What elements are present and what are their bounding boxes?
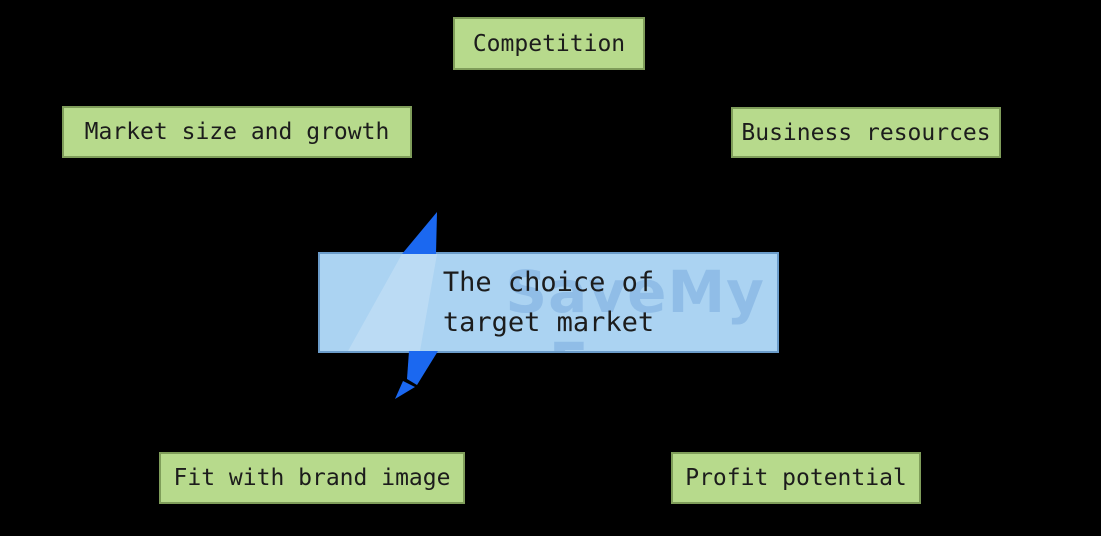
factor-box-brand-fit: Fit with brand image bbox=[159, 452, 465, 504]
factor-box-market-size: Market size and growth bbox=[62, 106, 412, 158]
factor-label-market-size: Market size and growth bbox=[84, 119, 390, 145]
factor-label-business-resources: Business resources bbox=[741, 119, 991, 146]
center-topic-box: SaveMy Exams The choice of target market bbox=[318, 252, 779, 353]
bolt-tail-sliver bbox=[395, 381, 415, 399]
factor-box-competition: Competition bbox=[453, 17, 645, 70]
factor-label-profit-potential: Profit potential bbox=[685, 465, 907, 491]
center-topic-label: The choice of target market bbox=[320, 254, 777, 351]
factor-box-profit-potential: Profit potential bbox=[671, 452, 921, 504]
bolt-bottom-segment bbox=[407, 351, 438, 385]
bolt-top-segment bbox=[402, 212, 437, 254]
factor-label-brand-fit: Fit with brand image bbox=[173, 465, 451, 491]
factor-box-business-resources: Business resources bbox=[731, 107, 1001, 158]
center-topic-label-line1: The choice of bbox=[442, 266, 655, 298]
center-topic-label-line2: target market bbox=[442, 306, 655, 338]
factor-label-competition: Competition bbox=[472, 30, 626, 57]
